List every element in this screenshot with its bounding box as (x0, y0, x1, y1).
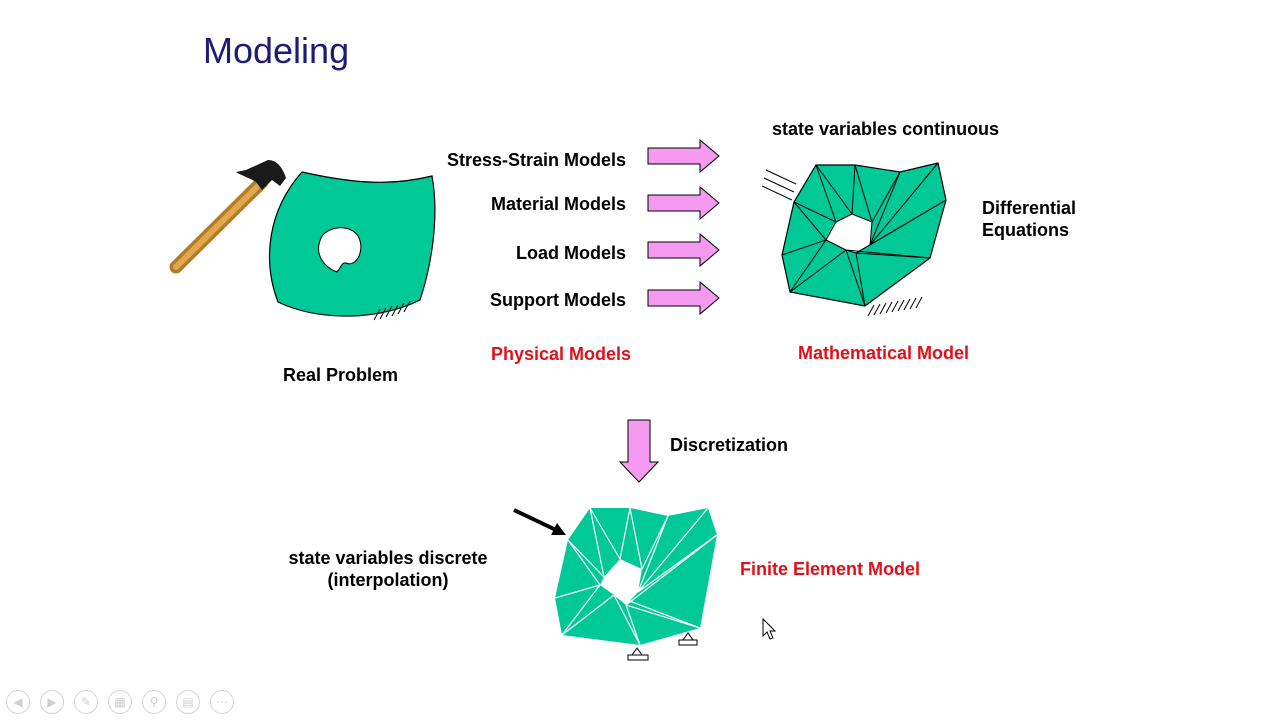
discretization-label: Discretization (670, 435, 789, 455)
discrete-variables-line2: (interpolation) (327, 570, 449, 590)
differential-equations-line1: Differential (982, 198, 1077, 218)
pen-icon[interactable]: ✎ (74, 690, 98, 714)
slide-title: Modeling (203, 30, 350, 71)
prev-icon[interactable]: ◀ (6, 690, 30, 714)
mouse-cursor-icon (762, 617, 777, 640)
more-icon[interactable]: ⋯ (210, 690, 234, 714)
mathematical-model-caption: Mathematical Model (798, 343, 970, 363)
hammer-icon (169, 160, 286, 274)
physical-model-item: Material Models (490, 194, 626, 214)
continuous-variables-label: state variables continuous (772, 119, 1000, 139)
discrete-variables-line1: state variables discrete (288, 548, 488, 568)
arrow-right-icon (647, 280, 720, 316)
mathematical-model-mesh (761, 162, 947, 317)
load-arrow-icon (513, 508, 566, 535)
physical-models-caption: Physical Models (491, 344, 632, 364)
slides-icon[interactable]: ▦ (108, 690, 132, 714)
arrow-right-icon (647, 138, 720, 174)
physical-model-arrows (647, 138, 720, 316)
physical-model-item: Support Models (490, 290, 626, 310)
zoom-icon[interactable]: ⚲ (142, 690, 166, 714)
arrow-right-icon (647, 185, 720, 221)
arrow-down-icon (618, 419, 660, 483)
support-icon (627, 647, 649, 661)
physical-model-item: Load Models (515, 243, 626, 263)
subtitles-icon[interactable]: ▤ (176, 690, 200, 714)
finite-element-mesh (554, 507, 718, 661)
presenter-toolbar: ◀ ▶ ✎ ▦ ⚲ ▤ ⋯ (6, 690, 234, 714)
real-problem-label: Real Problem (283, 365, 399, 385)
physical-model-item: Stress-Strain Models (446, 150, 626, 170)
finite-element-caption: Finite Element Model (740, 559, 921, 579)
differential-equations-line2: Equations (982, 220, 1070, 240)
real-problem-body (269, 171, 436, 321)
next-icon[interactable]: ▶ (40, 690, 64, 714)
arrow-right-icon (647, 232, 720, 268)
support-icon (678, 632, 698, 646)
